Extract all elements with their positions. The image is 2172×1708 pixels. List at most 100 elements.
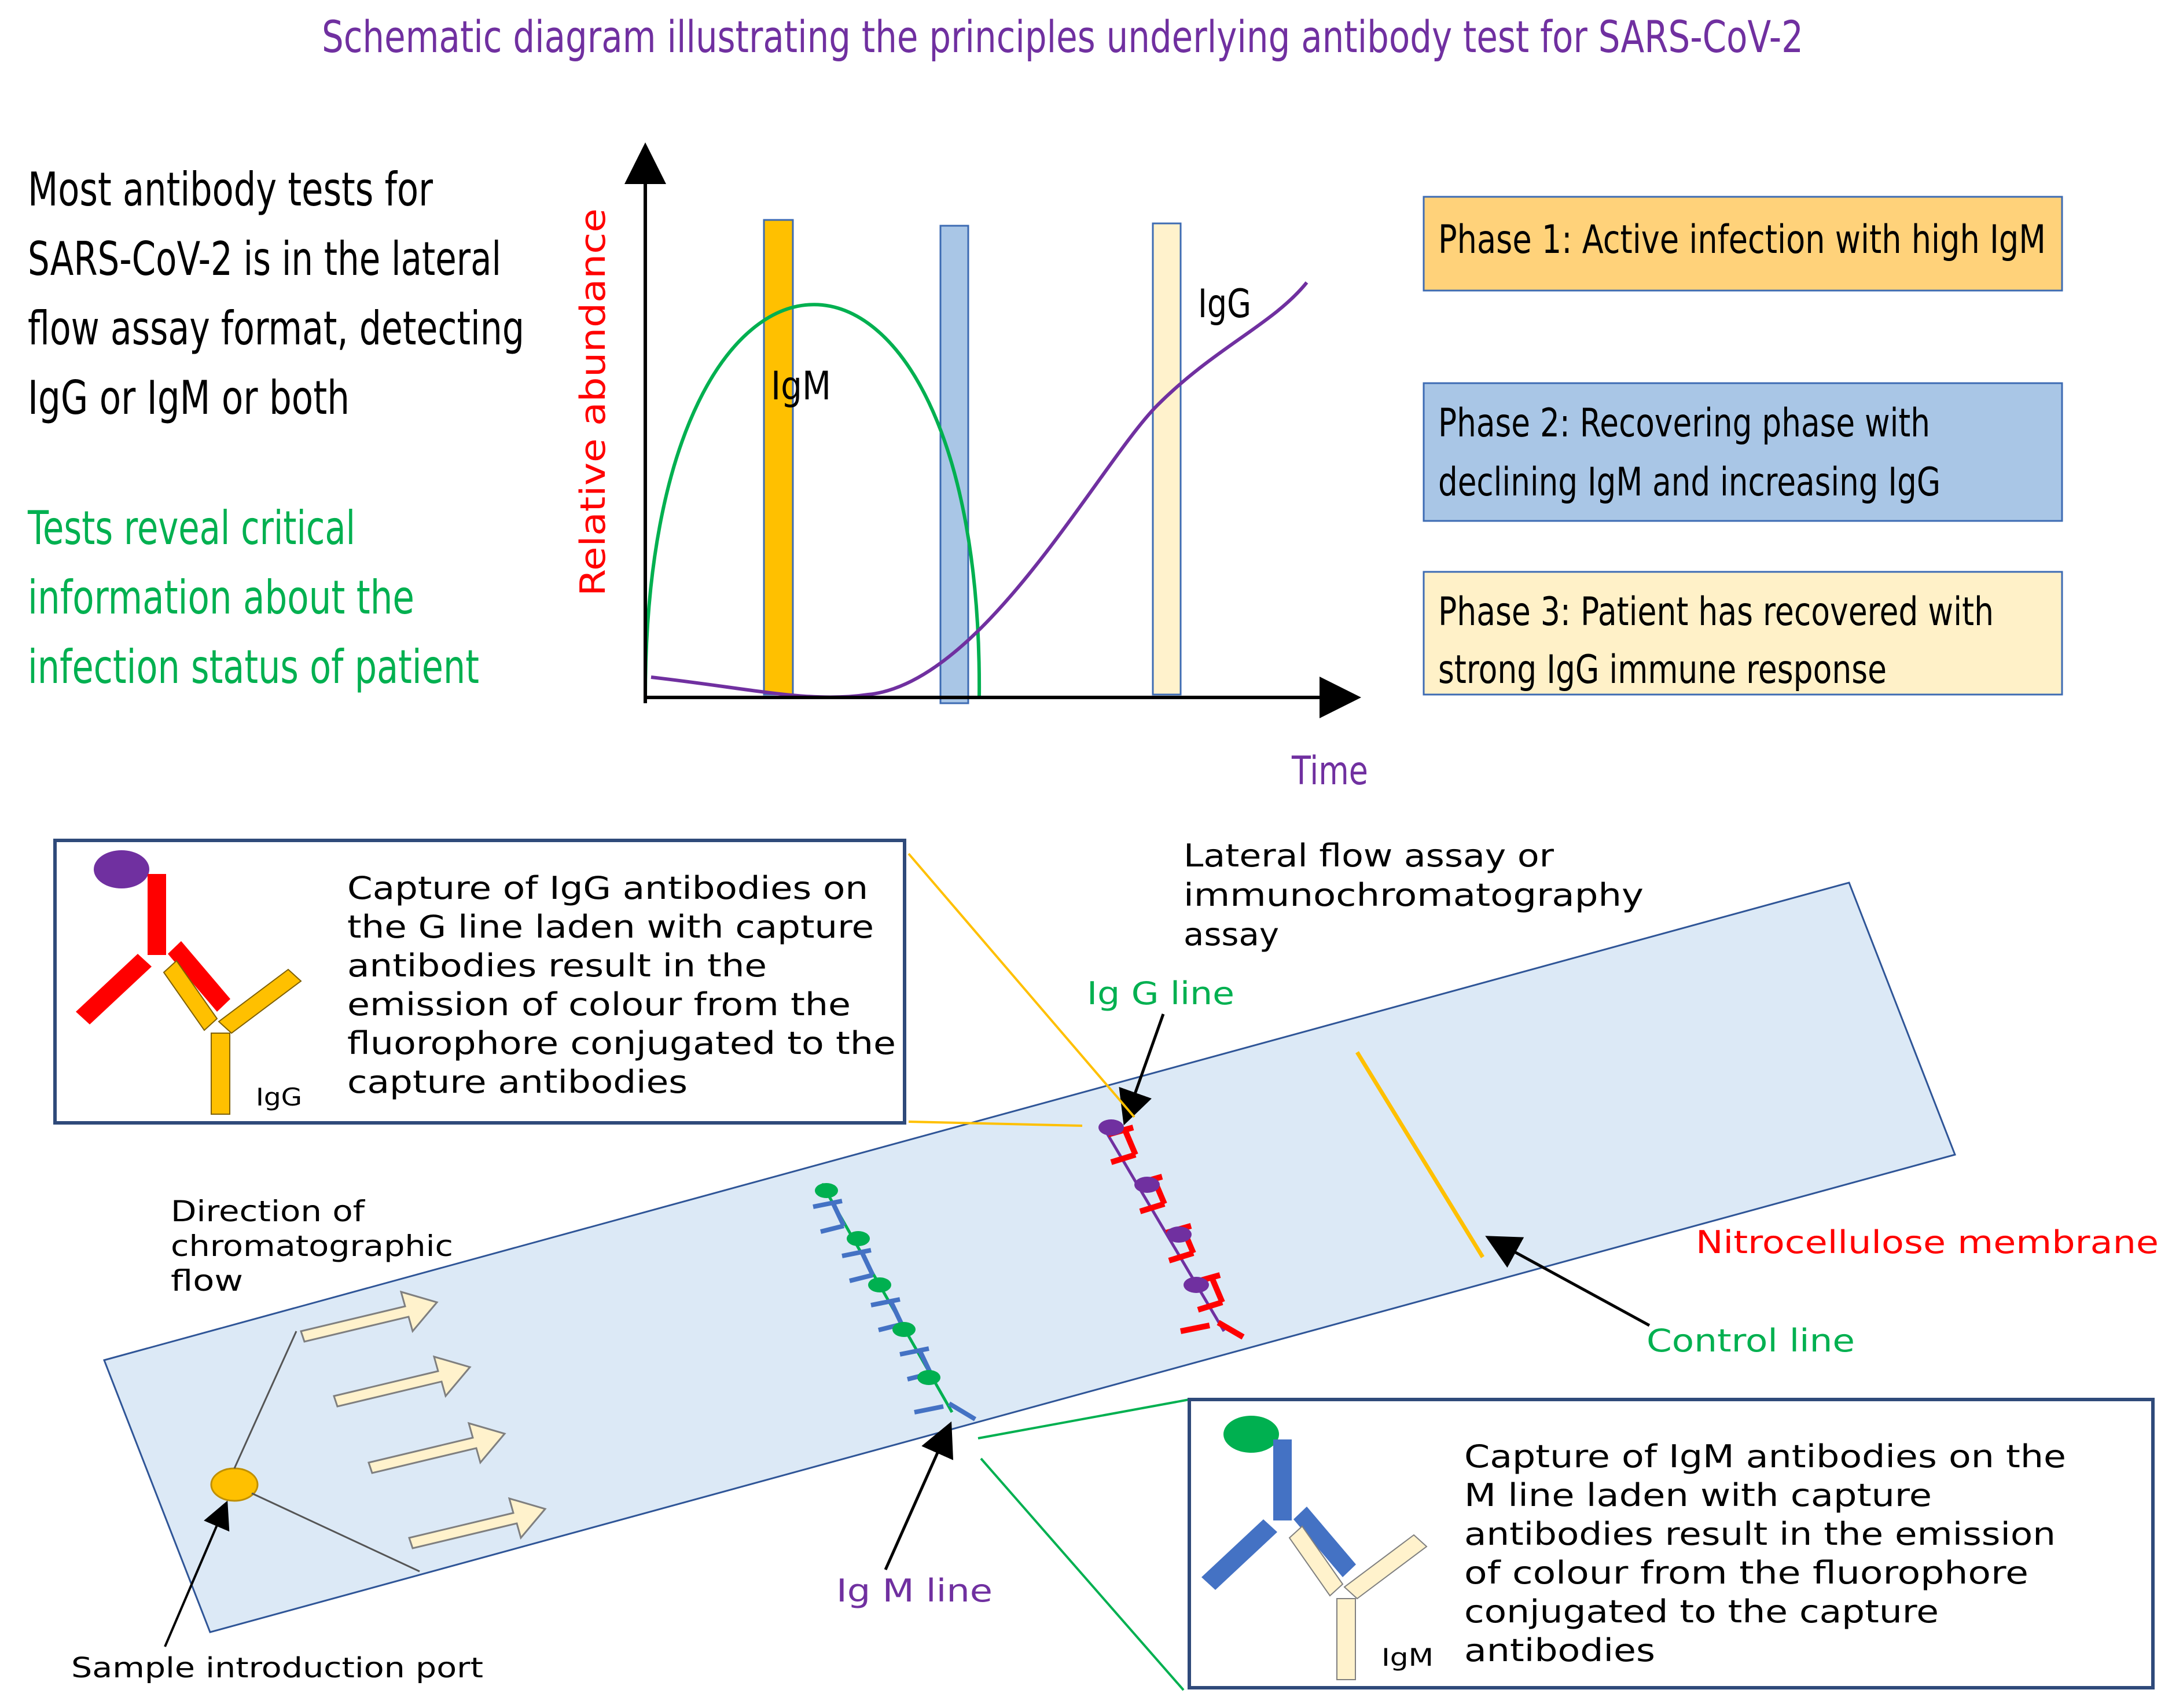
fluorophore-dot [1166, 1226, 1192, 1243]
phase1-bar [763, 219, 794, 696]
igg-callout-line: the G line laden with capture [347, 909, 874, 945]
igg-curve-label: IgG [1198, 281, 1251, 327]
fluorophore-dot [847, 1231, 870, 1246]
igm-curve-label: IgM [771, 363, 831, 409]
igm-callout-line: of colour from the fluorophore [1464, 1555, 2028, 1591]
intro-line: flow assay format, detecting [28, 302, 524, 355]
flow-label-line: chromatographic [171, 1229, 453, 1263]
control-line-pointer [1485, 1236, 1651, 1327]
note-line: infection status of patient [28, 640, 479, 694]
assay-label-line: assay [1184, 916, 1279, 953]
flow-arrow [408, 1497, 547, 1549]
y-axis-label: Relative abundance [573, 208, 613, 596]
igm-antibody-icon: IgM [1201, 1416, 1434, 1680]
igg-antibody-icon: IgG [76, 850, 302, 1115]
flow-arrow [300, 1290, 439, 1343]
fluorophore-dot [917, 1370, 940, 1385]
intro-line: IgG or IgM or both [28, 371, 350, 425]
assay-label-line: Lateral flow assay or [1184, 838, 1554, 874]
leader-line [233, 1331, 297, 1469]
fluorophore-dot [892, 1322, 916, 1337]
flow-arrow [367, 1422, 506, 1474]
phase3-text: strong IgG immune response [1438, 647, 1887, 693]
igm-line-label: Ig M line [836, 1573, 993, 1609]
igm-capture-antibodies [813, 1199, 977, 1422]
igg-bound-fluorophores [1098, 1119, 1209, 1293]
note-line: information about the [28, 571, 414, 625]
antibody-arm [1273, 1439, 1292, 1520]
nitrocellulose-membrane [102, 881, 1957, 1633]
phase2-bar [939, 225, 969, 704]
strip-labels: Lateral flow assay or immunochromatograp… [71, 838, 2159, 1684]
callout-connector [907, 853, 1135, 1118]
intro-note: Tests reveal critical information about … [27, 501, 479, 694]
igm-callout: IgM Capture of IgM antibodies on the M l… [977, 1398, 2155, 1691]
igg-line-label: Ig G line [1087, 975, 1234, 1012]
antibody-stem [1336, 1598, 1356, 1680]
antibody-arm [1201, 1519, 1277, 1590]
antigen-icon [1223, 1416, 1279, 1453]
igm-callout-line: conjugated to the capture [1464, 1593, 1939, 1630]
antigen-icon [94, 850, 149, 888]
flow-label-line: Direction of [171, 1195, 366, 1228]
igm-callout-line: M line laden with capture [1464, 1477, 1932, 1514]
fluorophore-dot [815, 1183, 838, 1198]
igg-callout-line: emission of colour from the [347, 986, 851, 1023]
flow-label-line: flow [171, 1264, 243, 1298]
igm-bound-fluorophores [815, 1183, 940, 1385]
fluorophore-dot [1184, 1277, 1209, 1293]
igg-callout-line: antibodies result in the [347, 947, 767, 984]
fluorophore-dot [868, 1277, 891, 1292]
phase2-text: declining IgM and increasing IgG [1438, 460, 1941, 505]
intro-text: Most antibody tests for SARS-CoV-2 is in… [28, 163, 524, 425]
intro-line: Most antibody tests for [28, 163, 433, 216]
control-line-label: Control line [1647, 1323, 1855, 1359]
igm-callout-line: Capture of IgM antibodies on the [1464, 1438, 2066, 1475]
antibody-arm [1293, 1507, 1356, 1577]
phase2-box [1423, 382, 2063, 522]
intro-line: SARS-CoV-2 is in the lateral [28, 232, 501, 286]
igg-antibody-label: IgG [256, 1083, 302, 1111]
igm-callout-line: antibodies result in the emission [1464, 1516, 2056, 1552]
control-line [1355, 1051, 1484, 1258]
fluorophore-dot [1134, 1177, 1160, 1193]
antibody-arm [163, 960, 218, 1031]
assay-label-line: immunochromatography [1184, 877, 1644, 913]
igm-callout-line: antibodies [1464, 1632, 1655, 1669]
x-axis-label: Time [1291, 748, 1368, 794]
antibody-arm [76, 954, 152, 1024]
phase1-text: Phase 1: Active infection with high IgM [1438, 217, 2046, 263]
membrane-label: Nitrocellulose membrane [1696, 1224, 2159, 1261]
diagram-title: Schematic diagram illustrating the princ… [322, 11, 1803, 63]
igg-callout-line: capture antibodies [347, 1064, 688, 1100]
sample-port-pointer [164, 1500, 230, 1647]
igg-curve [651, 281, 1309, 699]
phase2-text: Phase 2: Recovering phase with [1438, 401, 1930, 446]
phase-legend: Phase 1: Active infection with high IgM … [1423, 196, 2063, 696]
antibody-arm [148, 874, 166, 955]
igm-line-pointer [884, 1421, 954, 1571]
callout-connector [977, 1398, 1190, 1439]
igm-curve [644, 303, 982, 698]
fluorophore-dot [1098, 1119, 1124, 1136]
flow-direction-arrows [300, 1290, 547, 1549]
kinetics-graph: Relative abundance Time IgM IgG [573, 142, 1368, 794]
igg-callout-line: Capture of IgG antibodies on [347, 870, 868, 906]
callout-connector [980, 1457, 1185, 1691]
antibody-stem [211, 1033, 230, 1115]
flow-arrow [333, 1355, 472, 1408]
phase3-text: Phase 3: Patient has recovered with [1438, 589, 1994, 635]
lateral-flow-strip [102, 881, 1957, 1633]
phase3-box [1423, 571, 2063, 696]
antibody-arm [1343, 1534, 1428, 1600]
leader-line [251, 1492, 420, 1573]
sample-port-label: Sample introduction port [71, 1652, 483, 1684]
igg-line-pointer [1119, 1013, 1165, 1126]
phase3-bar [1152, 222, 1182, 696]
antibody-arm [1288, 1525, 1344, 1597]
igg-callout: IgG Capture of IgG antibodies on the G l… [53, 839, 1135, 1127]
phase1-box [1423, 196, 2063, 292]
note-line: Tests reveal critical [27, 501, 355, 555]
igg-callout-line: fluorophore conjugated to the [347, 1025, 896, 1061]
